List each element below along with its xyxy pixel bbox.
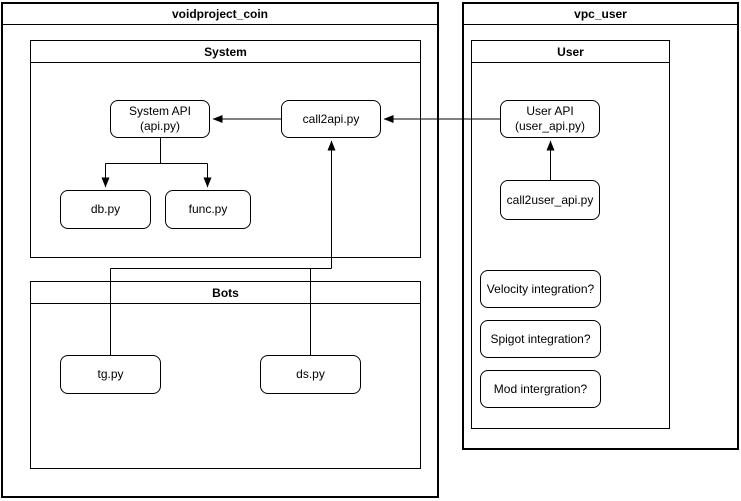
node-label: (user_api.py) [514, 119, 586, 133]
node-call2api[interactable]: call2api.py [281, 100, 381, 138]
node-label: Mod intergration? [493, 381, 588, 396]
node-label: (api.py) [139, 119, 180, 133]
container-system: System [30, 40, 421, 258]
node-db[interactable]: db.py [60, 190, 151, 229]
node-system-api[interactable]: System API (api.py) [110, 100, 210, 138]
node-call2user-api[interactable]: call2user_api.py [500, 180, 600, 220]
node-label: Velocity integration? [486, 281, 595, 296]
container-user: User [471, 40, 670, 429]
container-title-text: User [557, 44, 584, 59]
node-label: System API [128, 104, 192, 118]
node-mod-integration[interactable]: Mod intergration? [480, 370, 601, 408]
node-label: tg.py [97, 367, 124, 381]
node-spigot-integration[interactable]: Spigot integration? [480, 320, 601, 358]
container-user-title: User [472, 41, 669, 63]
node-tg[interactable]: tg.py [60, 355, 161, 394]
node-label: call2api.py [302, 111, 360, 126]
container-title-text: voidproject_coin [171, 7, 269, 21]
node-func[interactable]: func.py [165, 190, 251, 229]
container-title-text: Bots [212, 285, 239, 300]
node-label: Spigot integration? [490, 331, 591, 346]
node-velocity-integration[interactable]: Velocity integration? [480, 270, 601, 308]
node-user-api[interactable]: User API (user_api.py) [500, 100, 600, 138]
container-vpc-user: vpc_user [462, 2, 739, 450]
container-vpc-user-title: vpc_user [464, 4, 737, 25]
container-voidproject-coin: voidproject_coin [1, 2, 439, 498]
node-label: User API [526, 104, 574, 118]
node-ds[interactable]: ds.py [260, 355, 361, 394]
node-label: call2user_api.py [506, 192, 594, 207]
container-title-text: vpc_user [574, 7, 627, 21]
node-label: func.py [188, 202, 228, 216]
container-system-title: System [31, 41, 420, 63]
container-title-text: System [204, 44, 247, 59]
node-label: db.py [90, 202, 121, 216]
container-voidproject-coin-title: voidproject_coin [3, 4, 437, 25]
node-label: ds.py [296, 367, 325, 381]
container-bots-title: Bots [31, 282, 420, 304]
container-bots: Bots [30, 281, 421, 469]
